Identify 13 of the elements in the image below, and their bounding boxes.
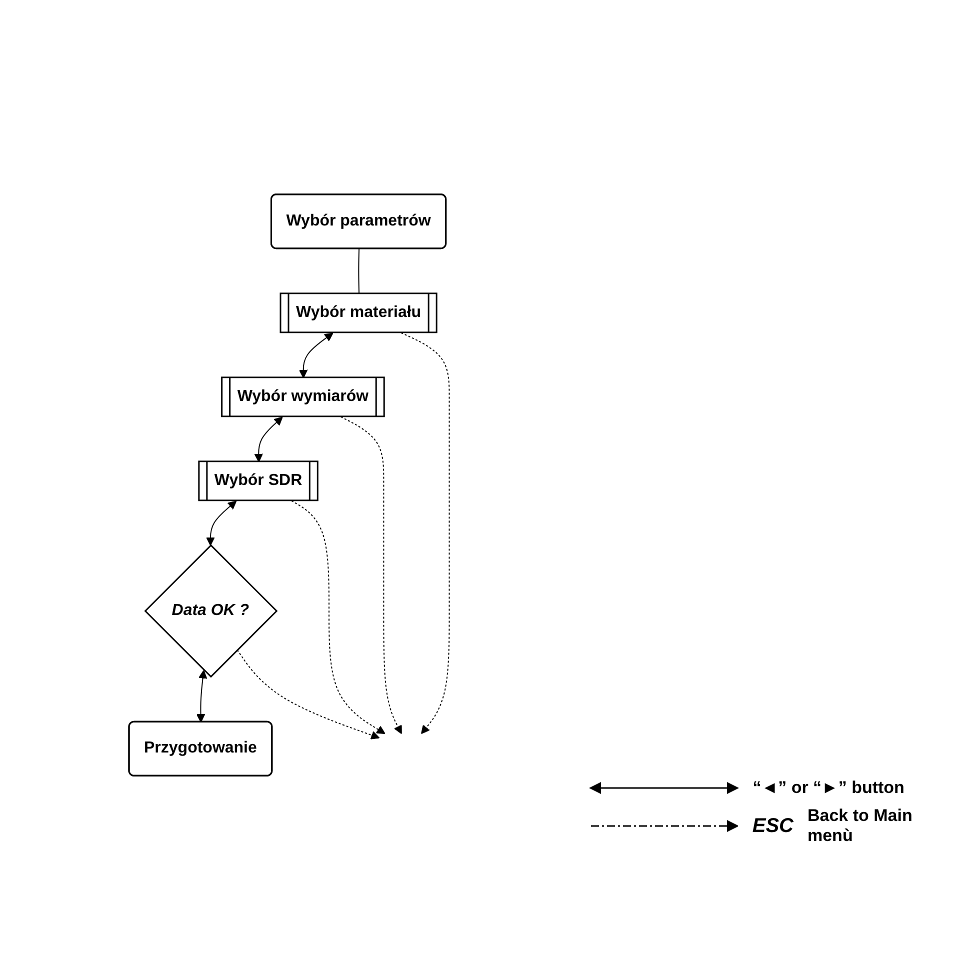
node-diamond: Data OK ?	[144, 544, 278, 678]
arrow	[196, 670, 208, 723]
legend-text: Back to Main menù	[807, 806, 914, 846]
esc-key-label: ESC	[752, 814, 794, 838]
arrow	[340, 416, 402, 734]
arrow	[236, 649, 380, 740]
legend-text: “◄” or “►” button	[752, 778, 904, 798]
arrow	[299, 332, 334, 378]
arrow	[291, 500, 386, 734]
arrow	[206, 500, 237, 546]
arrow	[400, 332, 450, 734]
arrow	[254, 416, 284, 462]
connector	[358, 248, 360, 294]
